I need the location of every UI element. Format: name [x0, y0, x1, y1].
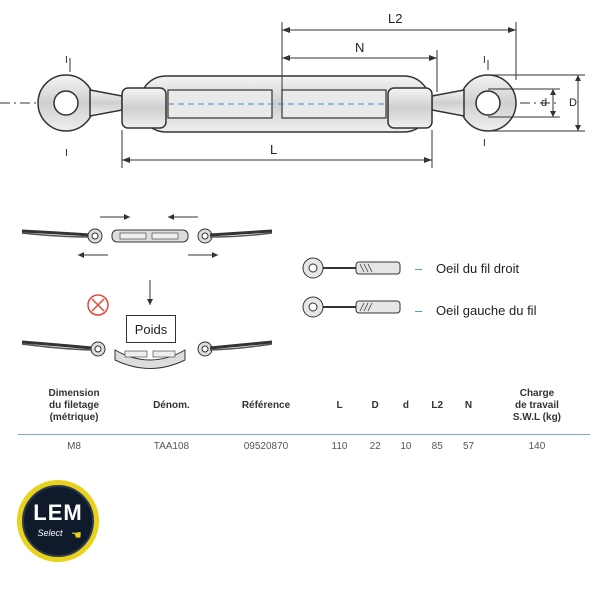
- section-mark-tr: I: [483, 55, 486, 66]
- col-header-l2: L2: [421, 378, 454, 435]
- col-header-l: L: [319, 378, 360, 435]
- eye-diagrams: [302, 257, 401, 318]
- cell-swl: 140: [528, 441, 546, 452]
- cell-thread: M8: [67, 441, 81, 452]
- dim-label-big-d: D: [569, 97, 577, 109]
- col-header-denom: Dénom.: [130, 378, 213, 435]
- col-header-thread: Dimension du filetage (métrique): [18, 378, 131, 435]
- legend-dash-2: –: [415, 303, 423, 318]
- section-mark-tl: I: [65, 55, 68, 66]
- tension-assembly: [21, 214, 273, 258]
- section-mark-br: I: [483, 138, 486, 149]
- dim-label-d: d: [541, 97, 548, 109]
- logo-text: LEM: [33, 500, 83, 525]
- cell-l2: 85: [431, 441, 443, 452]
- cell-d: 10: [400, 441, 412, 452]
- cell-l: 110: [331, 441, 348, 452]
- table-row: M8 TAA108 09520870 110 22 10 85 57 140: [18, 435, 590, 459]
- usage-illustration: [21, 214, 273, 369]
- legend-label-right-eye: Oeil du fil droit: [436, 261, 520, 276]
- dim-label-l: L: [270, 142, 278, 157]
- legend-label-left-eye: Oeil gauche du fil: [436, 303, 537, 318]
- left-thread-eye-icon: [302, 296, 401, 318]
- cell-denom: TAA108: [153, 441, 190, 452]
- cell-n: 57: [462, 441, 475, 452]
- dim-label-l2: L2: [388, 11, 403, 26]
- col-header-big-d: D: [359, 378, 391, 435]
- spec-table: Dimension du filetage (métrique) Dénom. …: [18, 378, 590, 458]
- table-header-row: Dimension du filetage (métrique) Dénom. …: [18, 378, 590, 435]
- forbidden-icon: [87, 294, 109, 316]
- lem-select-logo: LEM Select ☚: [15, 478, 101, 564]
- col-header-swl: Charge de travail S.W.L (kg): [483, 378, 590, 435]
- col-header-d: d: [390, 378, 422, 435]
- right-thread-eye-icon: [302, 257, 401, 279]
- logo-subtext: Select: [37, 528, 63, 538]
- pointer-hand-icon: ☚: [71, 528, 82, 542]
- col-header-reference: Référence: [212, 378, 320, 435]
- col-header-n: N: [453, 378, 484, 435]
- turnbuckle-drawing: [0, 22, 585, 168]
- sag-assembly: [21, 340, 273, 369]
- section-mark-bl: I: [65, 148, 68, 159]
- weight-label-box: Poids: [126, 315, 176, 343]
- cell-big-d: 22: [369, 441, 381, 452]
- cell-reference: 09520870: [243, 441, 289, 452]
- legend-dash-1: –: [415, 261, 423, 276]
- dim-label-n: N: [355, 40, 365, 55]
